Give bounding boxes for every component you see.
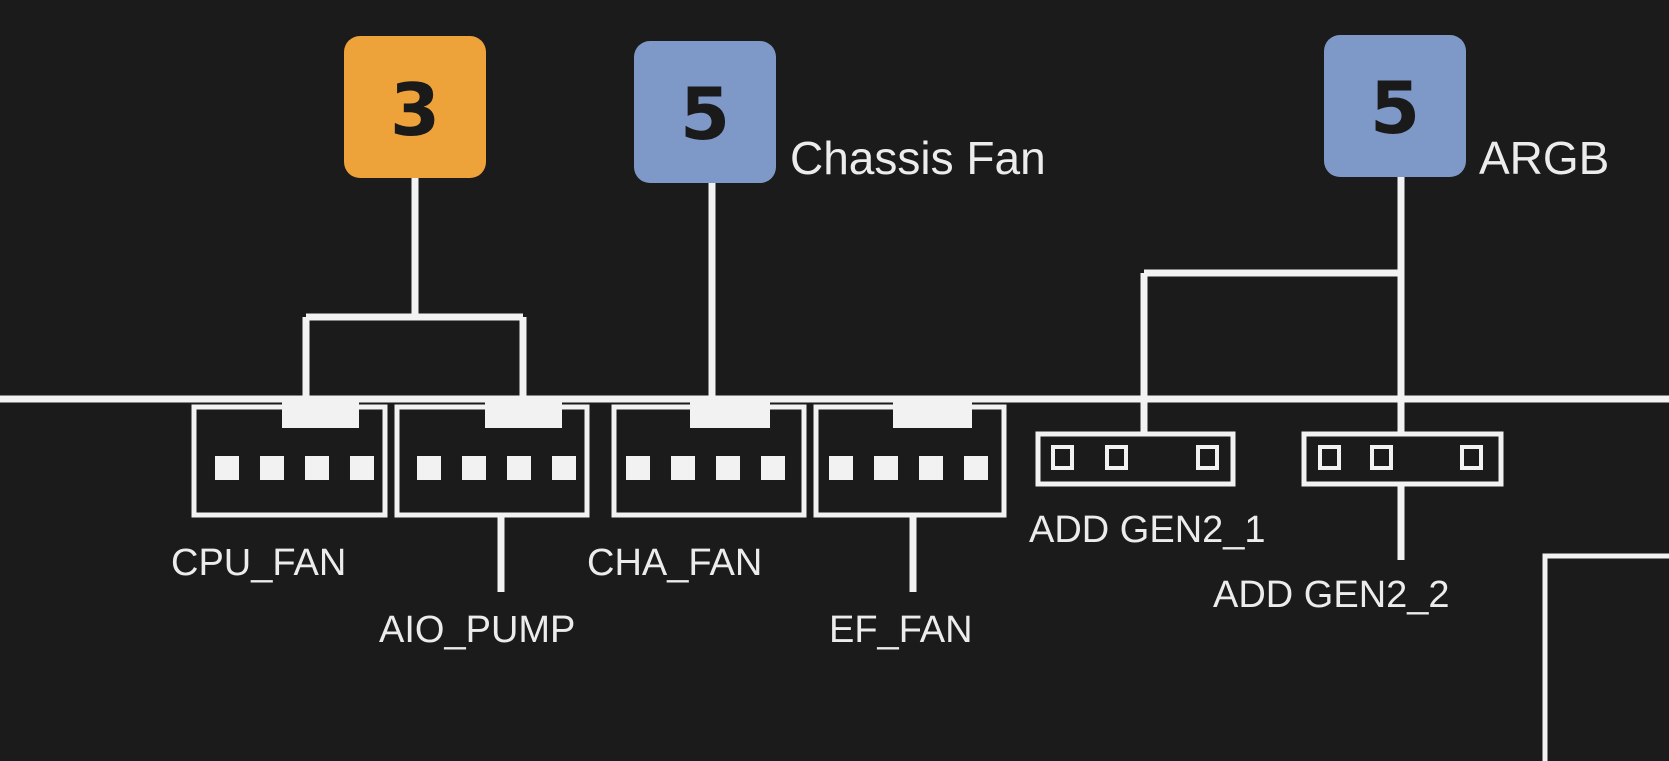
chassis-count-badge xyxy=(634,41,776,183)
cpu-count-number: 3 xyxy=(390,68,440,152)
component-outline xyxy=(1542,553,1669,761)
argb-caption: ARGB xyxy=(1479,132,1609,184)
add-gen2-1-label: ADD GEN2_1 xyxy=(1029,509,1266,551)
cpu-fan-header xyxy=(191,398,388,518)
ef-fan-label: EF_FAN xyxy=(829,609,973,651)
chassis-fan-caption: Chassis Fan xyxy=(790,132,1046,184)
chassis-count-number: 5 xyxy=(680,72,730,156)
add-gen2-2-label: ADD GEN2_2 xyxy=(1213,574,1450,616)
ef-fan-header xyxy=(813,398,1007,518)
cha-fan-label: CHA_FAN xyxy=(587,542,762,584)
cha-fan-header xyxy=(611,398,807,518)
argb-count-badge xyxy=(1324,35,1466,177)
aio-pump-header xyxy=(394,398,590,518)
argb-group-connector xyxy=(1140,177,1405,432)
aio-pump-label: AIO_PUMP xyxy=(379,609,575,651)
cpu-group-connector xyxy=(302,178,527,405)
add-gen2-1-header xyxy=(1035,431,1236,487)
cpu-count-badge xyxy=(344,36,486,178)
argb-count-number: 5 xyxy=(1370,66,1420,150)
add-gen2-2-header xyxy=(1301,431,1504,487)
cpu-fan-label: CPU_FAN xyxy=(171,542,346,584)
